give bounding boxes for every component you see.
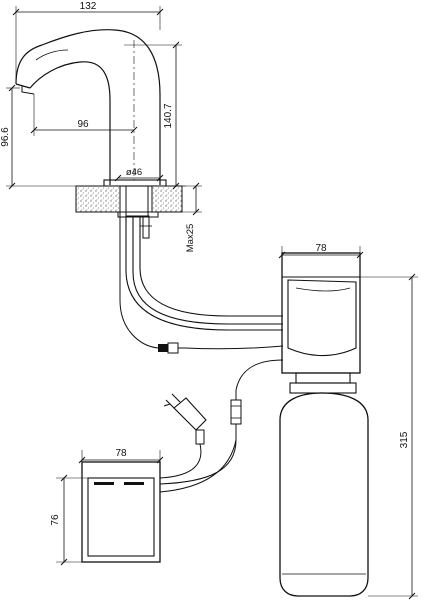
battery-bottle — [279, 372, 369, 597]
power-plug — [159, 393, 207, 479]
power-cable — [159, 359, 284, 493]
dim-valve-box-height-label: 315 — [399, 431, 410, 448]
power-box — [81, 461, 161, 563]
faucet-body — [15, 29, 167, 187]
dimension-valve-box-width: 78 — [278, 243, 364, 262]
dim-valve-box-width-label: 78 — [315, 243, 327, 254]
dim-total-height-label: 140.7 — [163, 103, 174, 128]
dimension-valve-box-height: 315 — [360, 273, 418, 600]
dim-power-box-width-label: 78 — [115, 448, 127, 459]
dim-spout-height-label: 96.6 — [0, 127, 11, 147]
valve-box — [281, 252, 361, 374]
dim-max-deck-label: Max25 — [185, 224, 196, 253]
countertop-section — [75, 185, 183, 213]
dimension-132: 132 — [12, 1, 164, 80]
dim-faucet-width-label: 132 — [80, 1, 97, 12]
dimension-power-box-width: 78 — [78, 448, 164, 470]
dimension-96-6: 96.6 — [0, 84, 104, 190]
mounting-shank — [117, 185, 159, 239]
dim-hole-diameter-label: ø46 — [126, 167, 142, 178]
dimension-power-box-height: 76 — [50, 474, 88, 566]
sensor-cable-connector — [158, 342, 284, 354]
supply-hoses — [119, 212, 283, 349]
dimension-max-deck: Max25 — [182, 182, 202, 253]
dim-power-box-height-label: 76 — [50, 514, 61, 526]
dimension-96: 96 — [30, 40, 138, 180]
dimension-hole-diameter: ø46 — [114, 167, 164, 182]
dimension-140-7: 140.7 — [124, 41, 186, 190]
dim-reach-label: 96 — [77, 119, 89, 130]
